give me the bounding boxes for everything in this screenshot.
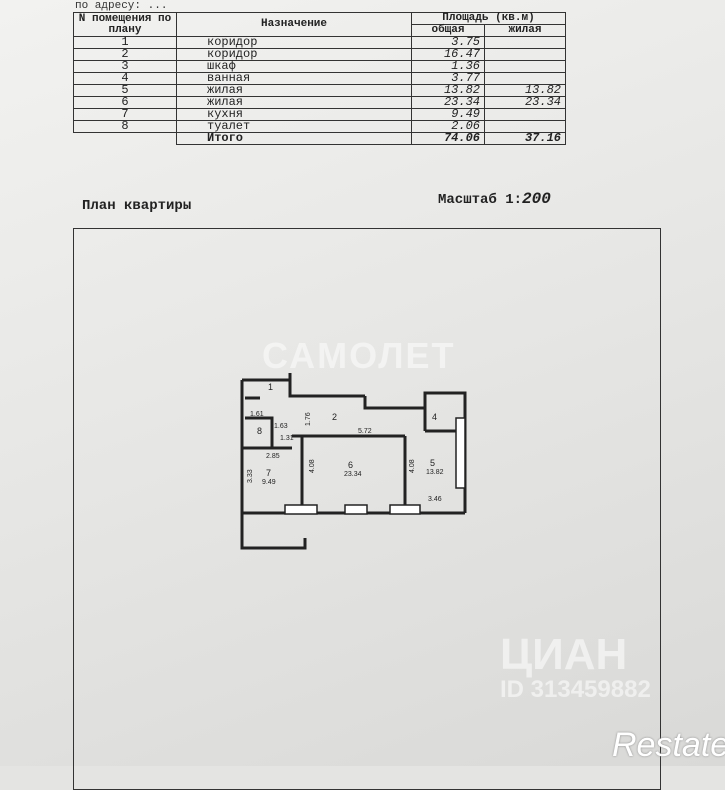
room-7-label: 7 [266, 468, 271, 478]
col-purpose-header: Назначение [176, 12, 412, 37]
room-area-total: 3.75 [411, 36, 485, 49]
dim-3-33: 3.33 [247, 469, 254, 483]
dim-5-72: 5.72 [358, 428, 372, 435]
room-6-label: 6 [348, 460, 353, 470]
room-area-living [484, 48, 566, 61]
dim-1-76: 1.76 [305, 412, 312, 426]
room-area-living [484, 60, 566, 73]
scale-label: Масштаб 1:200 [438, 190, 551, 208]
dim-2-85: 2.85 [266, 453, 280, 460]
floor-plan: 1 2 4 5 13.82 6 23.34 7 9.49 8 1.61 1.63… [240, 373, 467, 550]
room-area-total: 3.77 [411, 72, 485, 85]
total-total: 74.06 [411, 132, 485, 145]
room-area-living: 13.82 [484, 84, 566, 97]
room-8-label: 8 [257, 426, 262, 436]
room-1-label: 1 [268, 382, 273, 392]
scale-text: Масштаб 1: [438, 192, 523, 208]
dim-3-46: 3.46 [428, 496, 442, 503]
plan-title: План квартиры [82, 198, 192, 214]
room-2-label: 2 [332, 412, 337, 422]
address-note: по адресу: ... [75, 0, 168, 12]
plan-labels: 1 2 4 5 13.82 6 23.34 7 9.49 8 1.61 1.63… [247, 382, 444, 503]
room-area-table: N помещения по плану Назначение Площадь … [73, 12, 566, 145]
room-4-label: 4 [432, 412, 437, 422]
room-7-area: 9.49 [262, 479, 276, 486]
dim-1-61: 1.61 [250, 411, 264, 418]
room-5-label: 5 [430, 458, 435, 468]
col-living-header: жилая [484, 24, 566, 37]
cian-watermark: ЦИАН [500, 630, 628, 679]
room-5-area: 13.82 [426, 469, 444, 476]
dim-1-31: 1.31 [280, 435, 294, 442]
restate-logo: Restate [612, 726, 725, 764]
col-area-header: Площадь (кв.м) [411, 12, 566, 25]
samolet-watermark: САМОЛЕТ [262, 335, 456, 376]
total-living: 37.16 [484, 132, 566, 145]
dim-4-08-a: 4.08 [309, 459, 316, 473]
room-area-total: 16.47 [411, 48, 485, 61]
col-number-header: N помещения по плану [73, 12, 177, 37]
dim-4-08-b: 4.08 [409, 459, 416, 473]
room-6-area: 23.34 [344, 471, 362, 478]
room-number: 8 [73, 120, 177, 133]
room-area-total: 1.36 [411, 60, 485, 73]
cian-id-watermark: ID 313459882 [500, 676, 651, 703]
plan-windows [284, 417, 466, 515]
room-area-living: 23.34 [484, 96, 566, 109]
room-area-total: 23.34 [411, 96, 485, 109]
room-area-living [484, 36, 566, 49]
room-area-living [484, 108, 566, 121]
room-purpose: коридор [176, 36, 412, 49]
dim-1-63: 1.63 [274, 423, 288, 430]
total-label: Итого [176, 132, 412, 145]
scale-value: 200 [522, 190, 551, 208]
total-row: Итого 74.06 37.16 [74, 132, 566, 145]
